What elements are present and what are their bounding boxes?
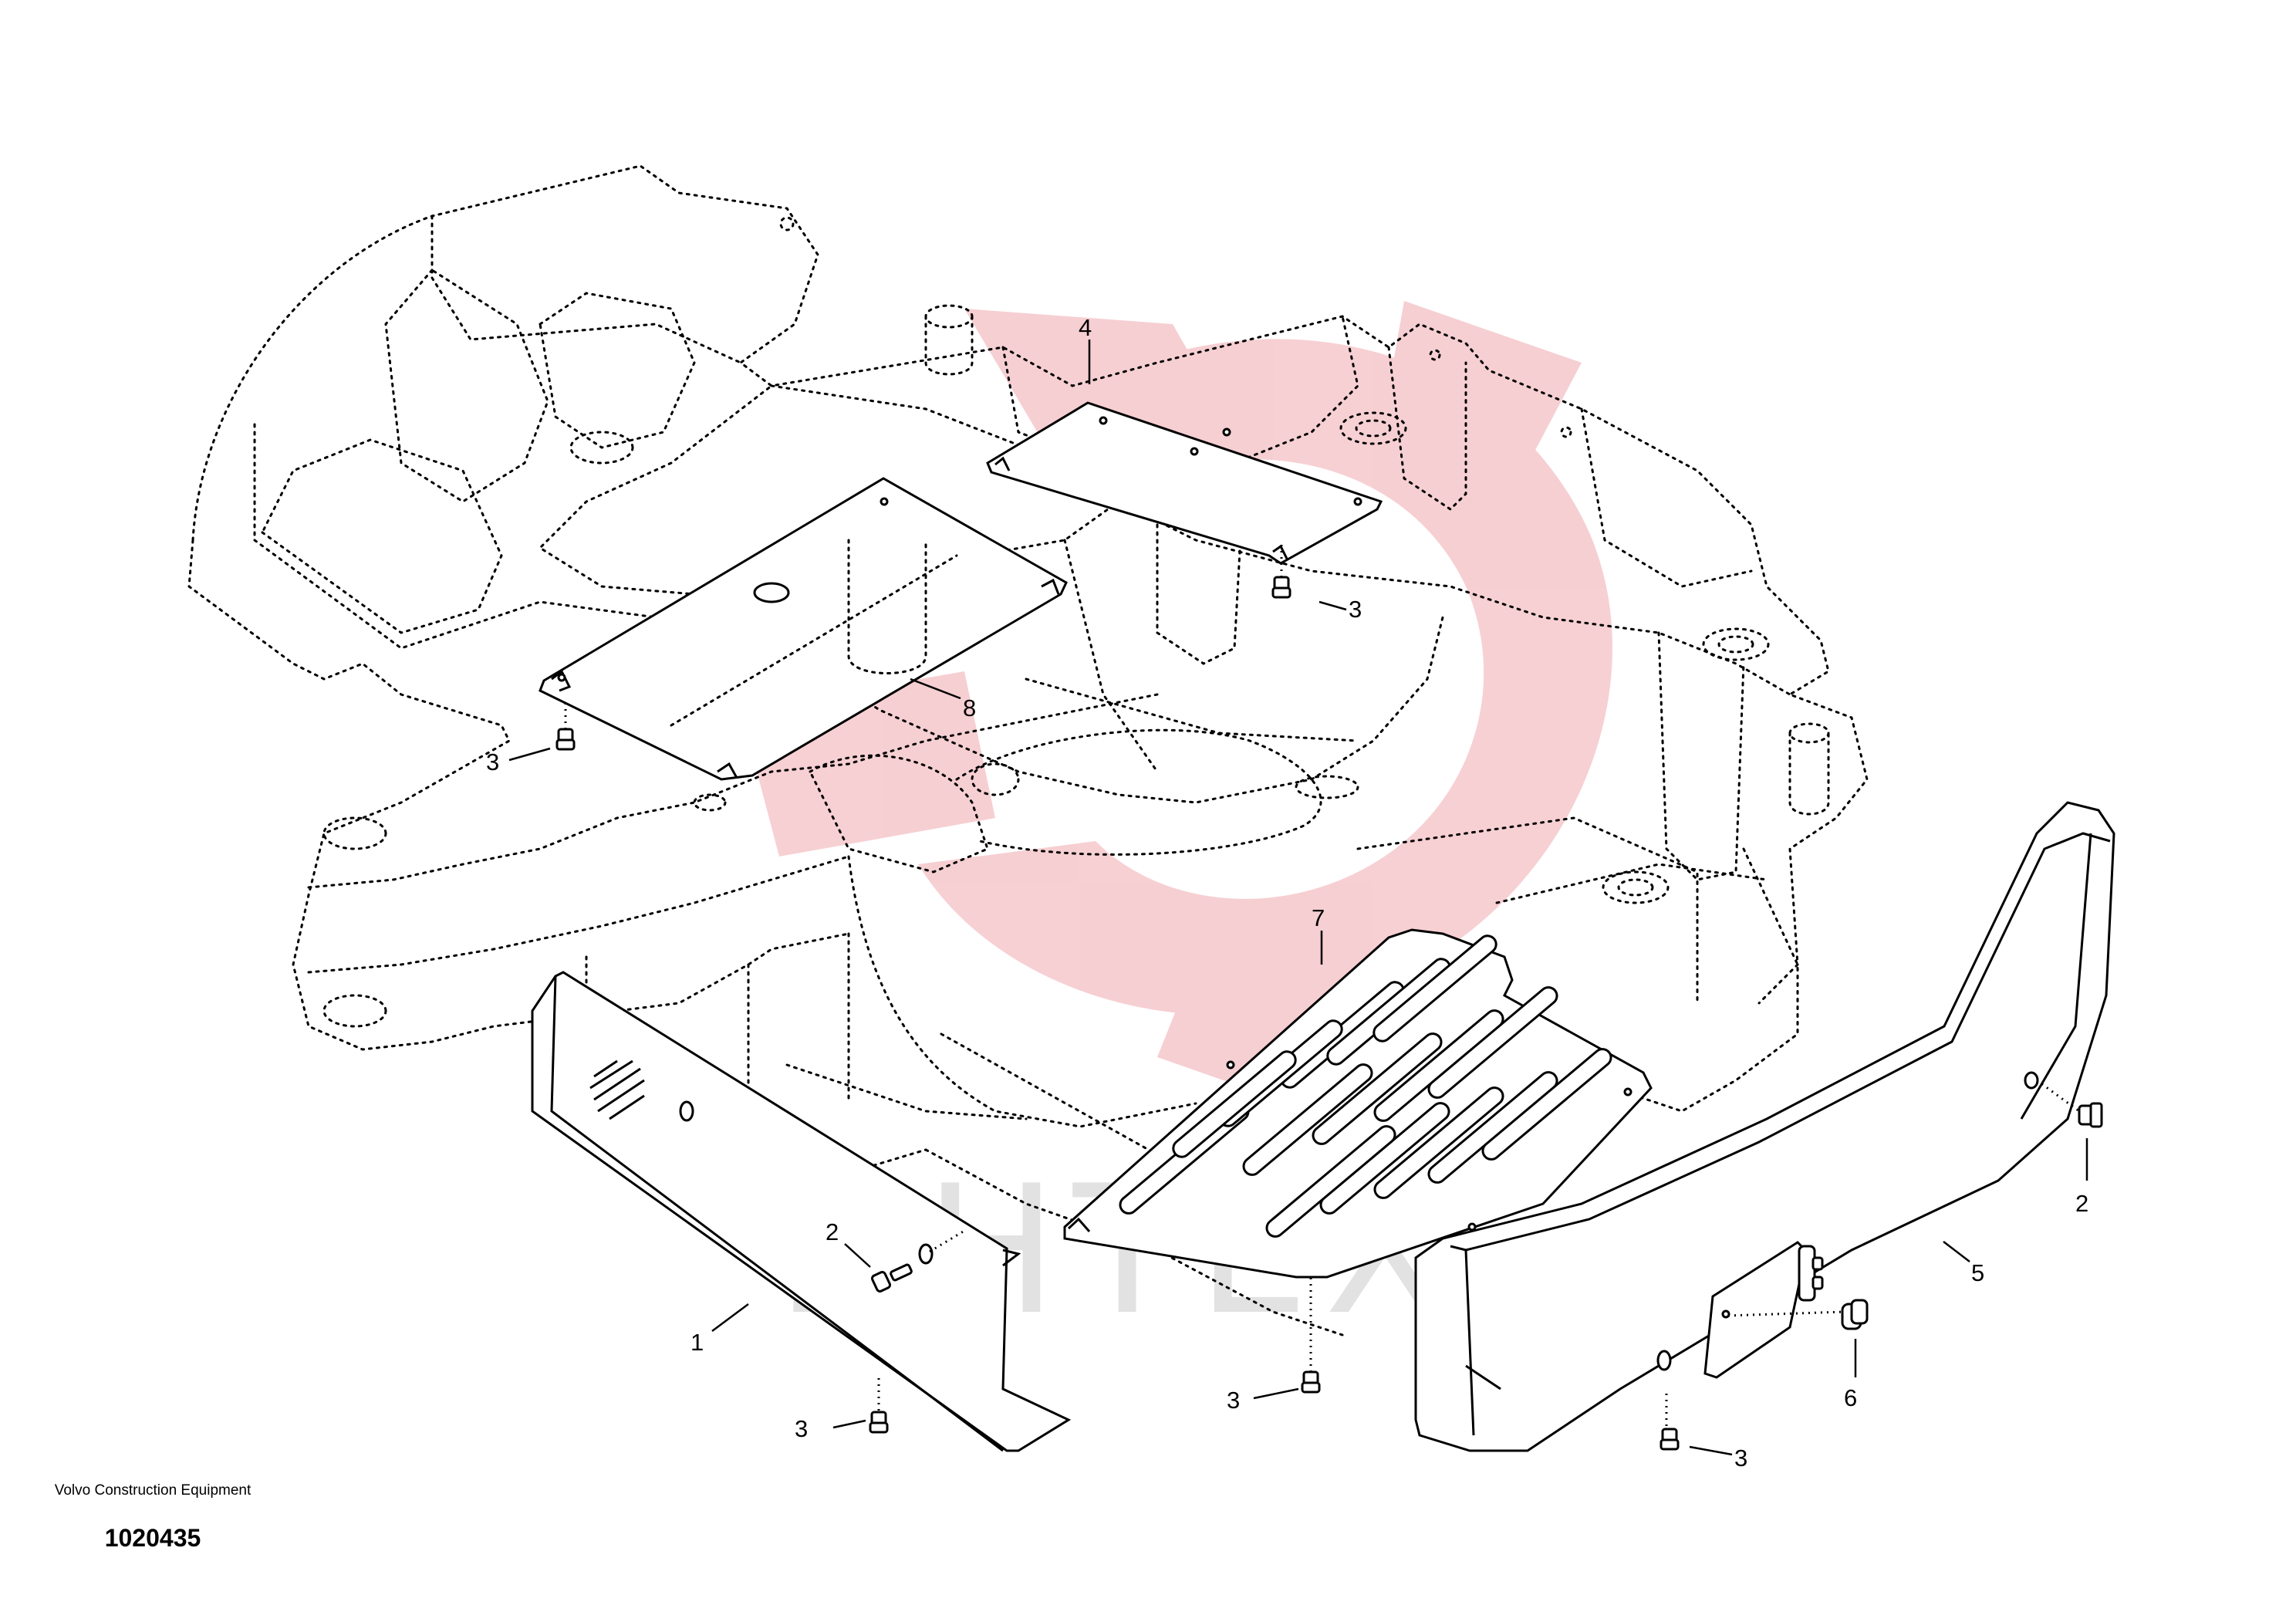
callout-3-left-bottom: 3 bbox=[795, 1415, 808, 1442]
dotted-fastener-paths bbox=[564, 544, 2080, 1426]
bolt-2-right bbox=[2078, 1102, 2103, 1128]
callout-6: 6 bbox=[1844, 1384, 1857, 1411]
leader-lines bbox=[508, 340, 2088, 1456]
callout-1: 1 bbox=[690, 1329, 704, 1356]
callout-3-left-plate: 3 bbox=[486, 748, 499, 776]
callout-8: 8 bbox=[963, 694, 976, 721]
callout-2-right: 2 bbox=[2075, 1190, 2088, 1217]
callout-3-counterweight: 3 bbox=[1734, 1445, 1747, 1472]
part-5-counterweight[interactable] bbox=[1414, 801, 2115, 1452]
callout-4: 4 bbox=[1079, 314, 1092, 341]
bolt-3-floor-plate bbox=[1301, 1370, 1321, 1394]
bolt-3-upper-center bbox=[1271, 576, 1292, 599]
callout-labels: 4 3 3 8 7 1 2 3 3 5 2 6 3 bbox=[486, 314, 2088, 1472]
callout-5: 5 bbox=[1971, 1259, 1984, 1286]
callout-3-upper: 3 bbox=[1349, 596, 1362, 623]
hinge bbox=[1798, 1245, 1824, 1302]
latch-6 bbox=[1841, 1299, 1869, 1330]
part-8-cover-plate[interactable] bbox=[539, 477, 1068, 781]
drawing-number: 1020435 bbox=[104, 1524, 201, 1552]
publisher-label: Volvo Construction Equipment bbox=[54, 1482, 252, 1499]
part-7-slotted-floor-plate[interactable] bbox=[1063, 928, 1653, 1279]
bolt-2-left-cover bbox=[871, 1243, 934, 1293]
floor-slots bbox=[1119, 934, 1612, 1238]
callout-3-floor: 3 bbox=[1227, 1387, 1240, 1414]
bolt-3-left-cover-bottom bbox=[869, 1411, 889, 1434]
part-1-side-cover[interactable] bbox=[531, 971, 1072, 1452]
bolt-3-left-plate bbox=[555, 728, 576, 751]
vent-slots bbox=[589, 1059, 645, 1120]
callout-7: 7 bbox=[1312, 904, 1325, 931]
bolt-3-counterweight-bottom bbox=[1660, 1428, 1680, 1451]
callout-2-left: 2 bbox=[826, 1218, 839, 1245]
